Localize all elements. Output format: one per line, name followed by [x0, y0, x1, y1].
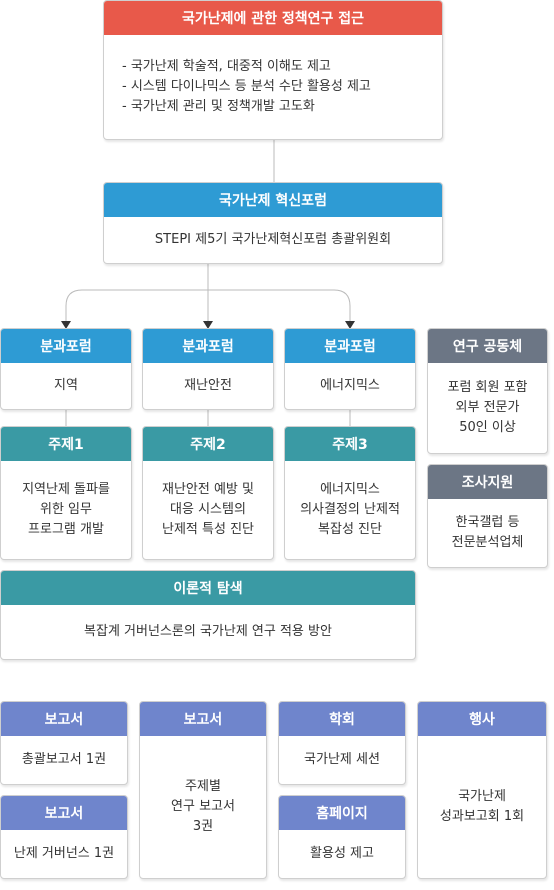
event-title: 행사 — [418, 702, 546, 736]
sub-forum-title: 분과포럼 — [143, 329, 273, 363]
research-community-line: 외부 전문가 — [455, 400, 520, 415]
topic-body: 에너지믹스 의사결정의 난제적 복잡성 진단 — [285, 461, 415, 559]
theory-title: 이론적 탐색 — [1, 571, 415, 605]
topic-line: 대응 시스템의 — [170, 502, 246, 517]
topic-title: 주제2 — [143, 427, 273, 461]
sub-forum-body: 에너지믹스 — [320, 378, 380, 393]
policy-approach-item: - 시스템 다이나믹스 등 분석 수단 활용성 제고 — [122, 79, 371, 94]
report-topics-line: 주제별 — [185, 779, 221, 794]
report-governance-body: 난제 거버넌스 1권 — [13, 846, 115, 861]
conference-body: 국가난제 세션 — [304, 752, 380, 767]
topic-line: 프로그램 개발 — [28, 522, 104, 537]
event-box: 행사 국가난제 성과보고회 1회 — [417, 701, 547, 879]
survey-support-line: 한국갤럽 등 — [455, 515, 520, 530]
policy-approach-list: - 국가난제 학술적, 대중적 이해도 제고 - 시스템 다이나믹스 등 분석 … — [104, 35, 442, 139]
policy-approach-item: - 국가난제 관리 및 정책개발 고도화 — [122, 99, 315, 114]
conference-title: 학회 — [279, 702, 405, 736]
report-summary-body: 총괄보고서 1권 — [21, 752, 107, 767]
topic-line: 에너지믹스 — [320, 482, 380, 497]
sub-forum-title: 분과포럼 — [1, 329, 131, 363]
policy-approach-box: 국가난제에 관한 정책연구 접근 - 국가난제 학술적, 대중적 이해도 제고 … — [103, 0, 443, 140]
sub-forum-region: 분과포럼 지역 — [0, 328, 132, 410]
report-governance-box: 보고서 난제 거버넌스 1권 — [0, 795, 128, 879]
report-summary-title: 보고서 — [1, 702, 127, 736]
event-body: 국가난제 성과보고회 1회 — [418, 736, 546, 878]
topic-line: 위한 임무 — [40, 502, 92, 517]
survey-support-line: 전문분석업체 — [451, 535, 524, 550]
report-summary-box: 보고서 총괄보고서 1권 — [0, 701, 128, 785]
policy-approach-title: 국가난제에 관한 정책연구 접근 — [104, 1, 442, 35]
innovation-forum-body: STEPI 제5기 국가난제혁신포럼 총괄위원회 — [154, 232, 392, 247]
arrow-center — [203, 321, 213, 329]
topic-title: 주제3 — [285, 427, 415, 461]
homepage-box: 홈페이지 활용성 제고 — [278, 795, 406, 879]
policy-approach-item: - 국가난제 학술적, 대중적 이해도 제고 — [122, 59, 331, 74]
sub-forum-disaster: 분과포럼 재난안전 — [142, 328, 274, 410]
arrow-left — [61, 321, 71, 329]
report-topics-box: 보고서 주제별 연구 보고서 3권 — [139, 701, 267, 879]
event-line: 국가난제 — [458, 789, 506, 804]
sub-forum-body: 재난안전 — [184, 378, 232, 393]
topic-1-box: 주제1 지역난제 돌파를 위한 임무 프로그램 개발 — [0, 426, 132, 560]
topic-line: 지역난제 돌파를 — [22, 482, 110, 497]
topic-line: 의사결정의 난제적 — [300, 502, 400, 517]
sub-forum-energy: 분과포럼 에너지믹스 — [284, 328, 416, 410]
topic-3-box: 주제3 에너지믹스 의사결정의 난제적 복잡성 진단 — [284, 426, 416, 560]
innovation-forum-title: 국가난제 혁신포럼 — [104, 183, 442, 217]
research-community-title: 연구 공동체 — [428, 329, 547, 363]
report-topics-body: 주제별 연구 보고서 3권 — [140, 736, 266, 878]
topic-2-box: 주제2 재난안전 예방 및 대응 시스템의 난제적 특성 진단 — [142, 426, 274, 560]
survey-support-title: 조사지원 — [428, 465, 547, 499]
report-topics-line: 3권 — [192, 819, 214, 834]
conference-box: 학회 국가난제 세션 — [278, 701, 406, 785]
homepage-title: 홈페이지 — [279, 796, 405, 830]
survey-support-body: 한국갤럽 등 전문분석업체 — [428, 499, 547, 567]
topic-body: 지역난제 돌파를 위한 임무 프로그램 개발 — [1, 461, 131, 559]
research-community-line: 포럼 회원 포함 — [447, 380, 528, 395]
topic-line: 난제적 특성 진단 — [162, 522, 254, 537]
homepage-body: 활용성 제고 — [310, 846, 374, 861]
report-governance-title: 보고서 — [1, 796, 127, 830]
theory-box: 이론적 탐색 복잡계 거버넌스론의 국가난제 연구 적용 방안 — [0, 570, 416, 660]
innovation-forum-box: 국가난제 혁신포럼 STEPI 제5기 국가난제혁신포럼 총괄위원회 — [103, 182, 443, 264]
topic-title: 주제1 — [1, 427, 131, 461]
event-line: 성과보고회 1회 — [439, 809, 525, 824]
survey-support-box: 조사지원 한국갤럽 등 전문분석업체 — [427, 464, 548, 568]
research-community-body: 포럼 회원 포함 외부 전문가 50인 이상 — [428, 363, 547, 453]
sub-forum-title: 분과포럼 — [285, 329, 415, 363]
research-community-box: 연구 공동체 포럼 회원 포함 외부 전문가 50인 이상 — [427, 328, 548, 454]
report-topics-title: 보고서 — [140, 702, 266, 736]
topic-body: 재난안전 예방 및 대응 시스템의 난제적 특성 진단 — [143, 461, 273, 559]
report-topics-line: 연구 보고서 — [171, 799, 235, 814]
topic-line: 복잡성 진단 — [318, 522, 382, 537]
theory-body: 복잡계 거버넌스론의 국가난제 연구 적용 방안 — [84, 624, 332, 639]
research-community-line: 50인 이상 — [459, 420, 516, 435]
sub-forum-body: 지역 — [54, 378, 78, 393]
arrow-right — [345, 321, 355, 329]
topic-line: 재난안전 예방 및 — [162, 482, 254, 497]
